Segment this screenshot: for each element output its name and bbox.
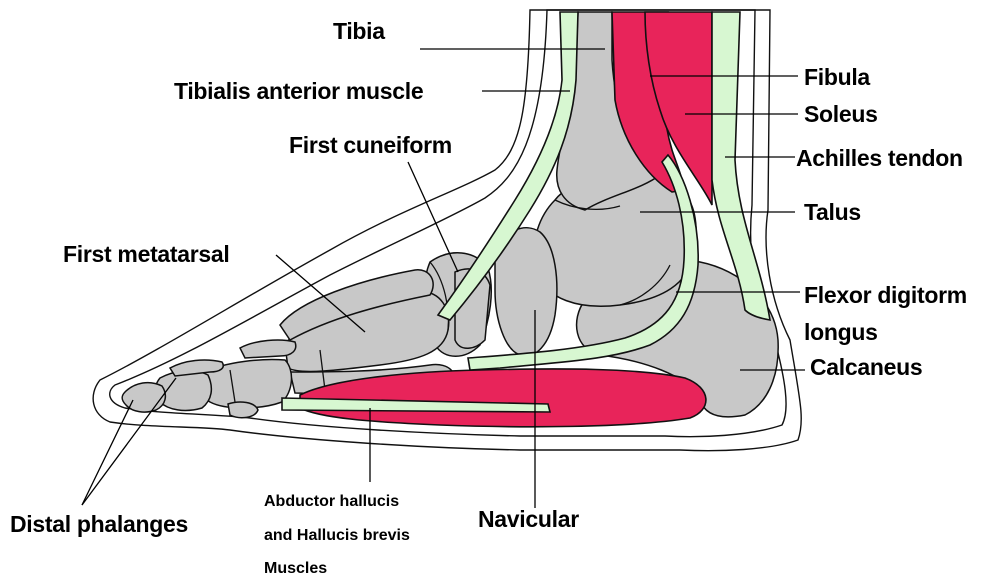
label-talus: Talus bbox=[804, 199, 861, 225]
label-abductor-line2: and Hallucis brevis bbox=[264, 527, 410, 544]
leader-distal-phalanges-1 bbox=[82, 400, 133, 505]
label-calcaneus: Calcaneus bbox=[810, 354, 922, 380]
label-flexor-line1: Flexor digitorm bbox=[804, 282, 967, 308]
label-fibula: Fibula bbox=[804, 64, 870, 90]
label-soleus: Soleus bbox=[804, 101, 878, 127]
label-abductor-line3: Muscles bbox=[264, 560, 327, 577]
lesser-phalanx-2 bbox=[240, 340, 296, 358]
label-first-metatarsal: First metatarsal bbox=[63, 241, 230, 267]
label-achilles: Achilles tendon bbox=[796, 145, 963, 171]
label-navicular: Navicular bbox=[478, 506, 579, 532]
label-distal-phalanges: Distal phalanges bbox=[10, 511, 188, 537]
label-tibialis-anterior: Tibialis anterior muscle bbox=[174, 78, 423, 104]
label-first-cuneiform: First cuneiform bbox=[289, 132, 452, 158]
label-tibia: Tibia bbox=[333, 18, 385, 44]
label-flexor-line2: longus bbox=[804, 319, 878, 345]
label-abductor-line1: Abductor hallucis bbox=[264, 493, 399, 510]
leader-first-cuneiform bbox=[408, 162, 458, 272]
sesamoid-bone bbox=[228, 402, 258, 418]
